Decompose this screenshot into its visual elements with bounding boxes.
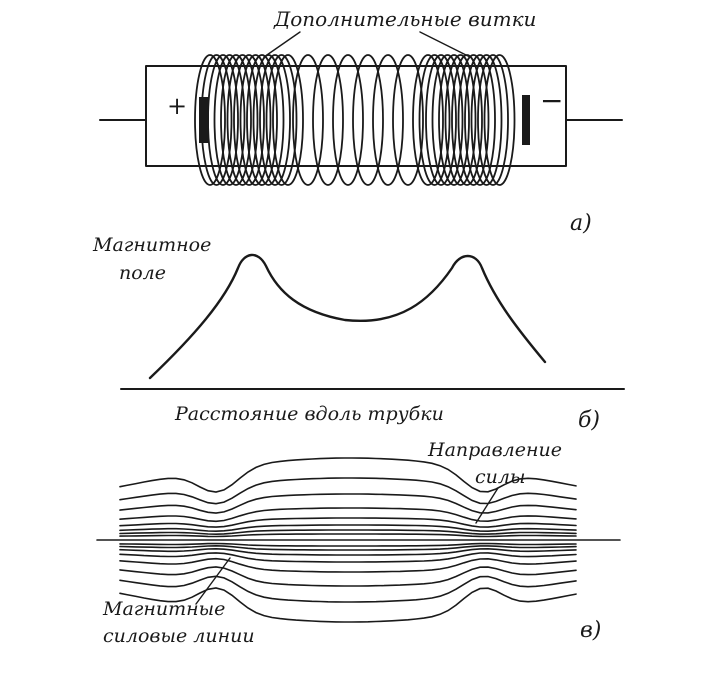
coil-turn (259, 54, 291, 186)
coil-turn (194, 54, 226, 186)
coil-turn (213, 54, 246, 186)
field-line (119, 552, 577, 563)
field-line (119, 517, 577, 528)
right-electrode (522, 95, 530, 145)
plus-sign: + (167, 92, 187, 120)
coil-turn (239, 54, 272, 186)
field-line (119, 533, 577, 538)
field-lines-label-line1: Магнитные (102, 598, 225, 620)
coil-turn (352, 54, 384, 186)
field-line (119, 544, 577, 551)
coil-turn (332, 54, 364, 186)
field-lines-label-line2: силовые линии (103, 625, 255, 647)
field-line (119, 477, 577, 505)
coil-turn (464, 54, 496, 186)
coil-turn (477, 54, 509, 186)
coil-turn (220, 54, 252, 186)
magnetic-field-curve (148, 253, 547, 380)
coil-turn (272, 54, 304, 186)
field-line (119, 557, 577, 573)
coil-turn (470, 54, 503, 186)
coil-turn (392, 54, 424, 186)
panel-b-label: б) (578, 408, 600, 433)
field-line (119, 542, 577, 547)
force-direction-pointer (475, 487, 499, 524)
field-line (119, 457, 577, 493)
minus-sign: − (540, 84, 563, 117)
coil-turn (233, 54, 265, 186)
field-line (119, 566, 577, 587)
coil-turn (252, 54, 285, 186)
extra-turns-pointer-left (263, 31, 301, 58)
force-direction-label-line2: силы (475, 466, 525, 488)
panel-c-label: в) (580, 618, 601, 643)
coil-turn (207, 54, 239, 186)
coil-turn (246, 54, 278, 186)
field-axis-label-line1: Магнитное (92, 234, 211, 256)
coil-turn (418, 54, 451, 186)
field-lines-pointer (195, 557, 231, 605)
field-axis-label-line2: поле (119, 262, 166, 284)
field-line (119, 587, 577, 623)
coil-turn (312, 54, 344, 186)
magnetic-field-lines (119, 457, 577, 623)
panel-b-field-graph: Магнитное поле Расстояние вдоль трубки б… (92, 234, 625, 433)
coil-turn (431, 54, 464, 186)
field-line (119, 529, 577, 536)
field-line (119, 547, 577, 556)
coil-turn (372, 54, 404, 186)
panel-a-label: а) (570, 211, 592, 236)
field-line (119, 524, 577, 533)
coil-turn (265, 54, 298, 186)
panel-a-solenoid: + − Дополнительные витки а) (99, 7, 623, 236)
coil-turn (292, 54, 324, 186)
left-electrode (199, 97, 209, 143)
coil-turn (425, 54, 457, 186)
coil-turn (483, 54, 516, 186)
field-line (119, 575, 577, 603)
panel-c-field-lines: Направление силы Магнитные силовые линии… (96, 439, 621, 647)
extra-turns-pointer-right (419, 31, 471, 58)
coil-turn (444, 54, 477, 186)
coil-turn (438, 54, 470, 186)
field-line (119, 507, 577, 523)
force-direction-label-line1: Направление (427, 439, 562, 461)
coil-turn (200, 54, 233, 186)
distance-axis-label: Расстояние вдоль трубки (174, 403, 444, 425)
coil-turn (457, 54, 490, 186)
field-line (119, 493, 577, 514)
extra-turns-label: Дополнительные витки (273, 7, 536, 31)
coil-turn (412, 54, 444, 186)
coil-turn (226, 54, 259, 186)
